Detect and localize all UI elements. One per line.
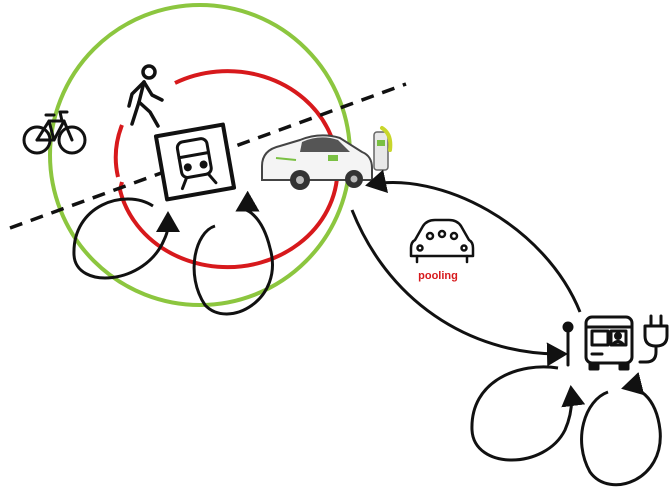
bus-loop-arrow-left: [472, 367, 572, 460]
electric-car-icon: [262, 135, 372, 190]
train-station-icon: [156, 125, 234, 200]
charging-station-icon: [374, 128, 390, 170]
bus-loop-arrow-right: [582, 387, 661, 484]
pooling-label: pooling: [413, 270, 463, 282]
arrow-car-to-bus: [352, 210, 565, 354]
carpool-car-icon: [411, 220, 473, 262]
bus-stop-icon: [563, 322, 573, 365]
loop-arrow-left: [74, 199, 168, 278]
pedestrian-icon: [129, 66, 162, 126]
electric-plug-icon: [640, 316, 667, 362]
bus-icon: [586, 317, 632, 369]
